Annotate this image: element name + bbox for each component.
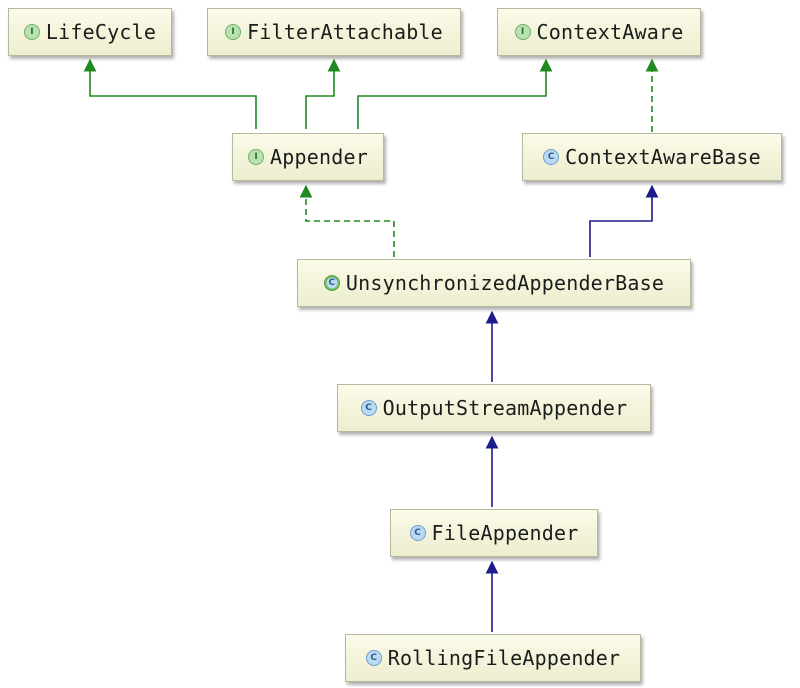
class-icon: C [409,525,426,541]
node-label: UnsynchronizedAppenderBase [345,271,665,295]
interface-icon: I [248,149,265,165]
node-appender[interactable]: I Appender [232,133,384,181]
class-icon: C [360,400,377,416]
node-context-aware[interactable]: I ContextAware [497,8,701,56]
node-rolling-file-appender[interactable]: C RollingFileAppender [345,634,641,682]
node-label: FilterAttachable [247,20,443,44]
interface-icon: I [514,24,531,40]
node-lifecycle[interactable]: I LifeCycle [8,8,172,56]
class-icon: C [543,149,560,165]
edge-unsync-appender [299,184,395,257]
node-label: RollingFileAppender [387,646,621,670]
edge-appender-filterattachable [305,58,341,129]
node-label: ContextAware [536,20,684,44]
node-unsynchronized-appender-base[interactable]: C UnsynchronizedAppenderBase [297,259,691,307]
node-context-aware-base[interactable]: C ContextAwareBase [522,133,782,181]
node-file-appender[interactable]: C FileAppender [390,509,598,557]
edge-appender-lifecycle [83,58,257,129]
node-output-stream-appender[interactable]: C OutputStreamAppender [337,384,651,432]
interface-icon: I [23,24,40,40]
node-label: LifeCycle [45,20,157,44]
class-icon: C [365,650,382,666]
abstract-class-icon: C [323,275,340,291]
node-label: ContextAwareBase [565,145,761,169]
node-filter-attachable[interactable]: I FilterAttachable [207,8,461,56]
edge-unsync-contextawarebase [589,184,659,257]
node-label: Appender [270,145,368,169]
edge-appender-contextaware [357,58,553,129]
interface-icon: I [225,24,242,40]
node-label: FileAppender [431,521,579,545]
node-label: OutputStreamAppender [382,396,628,420]
